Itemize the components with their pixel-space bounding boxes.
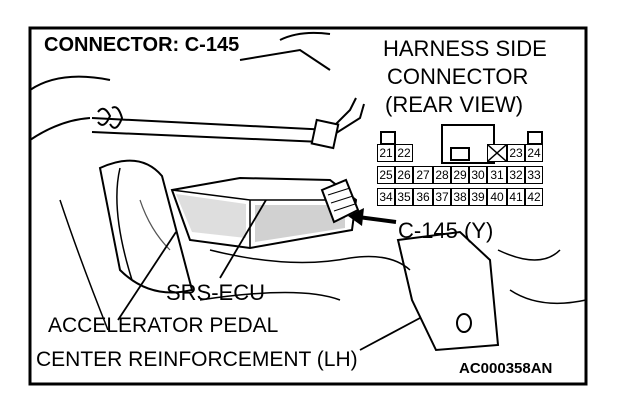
accelerator-leader bbox=[117, 231, 177, 321]
connector-pin: 23 bbox=[507, 144, 525, 162]
connector-title: CONNECTOR: C-145 bbox=[44, 34, 240, 56]
srs-ecu-unit bbox=[170, 176, 358, 250]
reinforcement-leader bbox=[359, 317, 421, 351]
connector-pin: 42 bbox=[525, 188, 543, 206]
connector-pin: 32 bbox=[507, 166, 525, 184]
connector-pin: 29 bbox=[451, 166, 469, 184]
connector-pin: 24 bbox=[525, 144, 543, 162]
figure-code: AC000358AN bbox=[459, 360, 553, 377]
connector-pin: 37 bbox=[433, 188, 451, 206]
harness-tube bbox=[29, 31, 365, 150]
connector-pin: 30 bbox=[469, 166, 487, 184]
leader-lines bbox=[117, 199, 421, 351]
connector-pin: 33 bbox=[525, 166, 543, 184]
connector-pin: 21 bbox=[377, 144, 395, 162]
connector-pin: 34 bbox=[377, 188, 395, 206]
rear-view-label: (REAR VIEW) bbox=[385, 92, 524, 117]
connector-pin: 22 bbox=[395, 144, 413, 162]
connector-outline bbox=[380, 124, 543, 164]
connector-pin: 31 bbox=[487, 166, 507, 184]
floor-contour bbox=[199, 249, 411, 301]
connector-pin: 27 bbox=[413, 166, 433, 184]
connector-pin: 39 bbox=[469, 188, 487, 206]
connector-pin: 40 bbox=[487, 188, 507, 206]
connector-pin: 28 bbox=[433, 166, 451, 184]
connector-pin-empty bbox=[487, 144, 507, 162]
center-reinforcement-label: CENTER REINFORCEMENT (LH) bbox=[36, 348, 358, 371]
srs-ecu-leader bbox=[219, 199, 267, 279]
connector-pin: 38 bbox=[451, 188, 469, 206]
plug-arrow bbox=[348, 208, 397, 226]
accelerator-pedal-label: ACCELERATOR PEDAL bbox=[48, 314, 279, 337]
connector-pin: 41 bbox=[507, 188, 525, 206]
harness-side-label: HARNESS SIDE bbox=[383, 36, 547, 61]
figure-frame bbox=[28, 26, 588, 386]
connector-ref-label: C-145 (Y) bbox=[398, 218, 494, 243]
connector-pin: 26 bbox=[395, 166, 413, 184]
connector-pin: 35 bbox=[395, 188, 413, 206]
center-reinforcement-bracket bbox=[396, 230, 587, 352]
connector-pin: 25 bbox=[377, 166, 395, 184]
connector-label: CONNECTOR bbox=[387, 64, 529, 89]
accelerator-pedal-area bbox=[59, 159, 194, 331]
connector-pin: 36 bbox=[413, 188, 433, 206]
srs-ecu-label: SRS-ECU bbox=[166, 280, 266, 305]
c145-plug bbox=[320, 178, 360, 224]
